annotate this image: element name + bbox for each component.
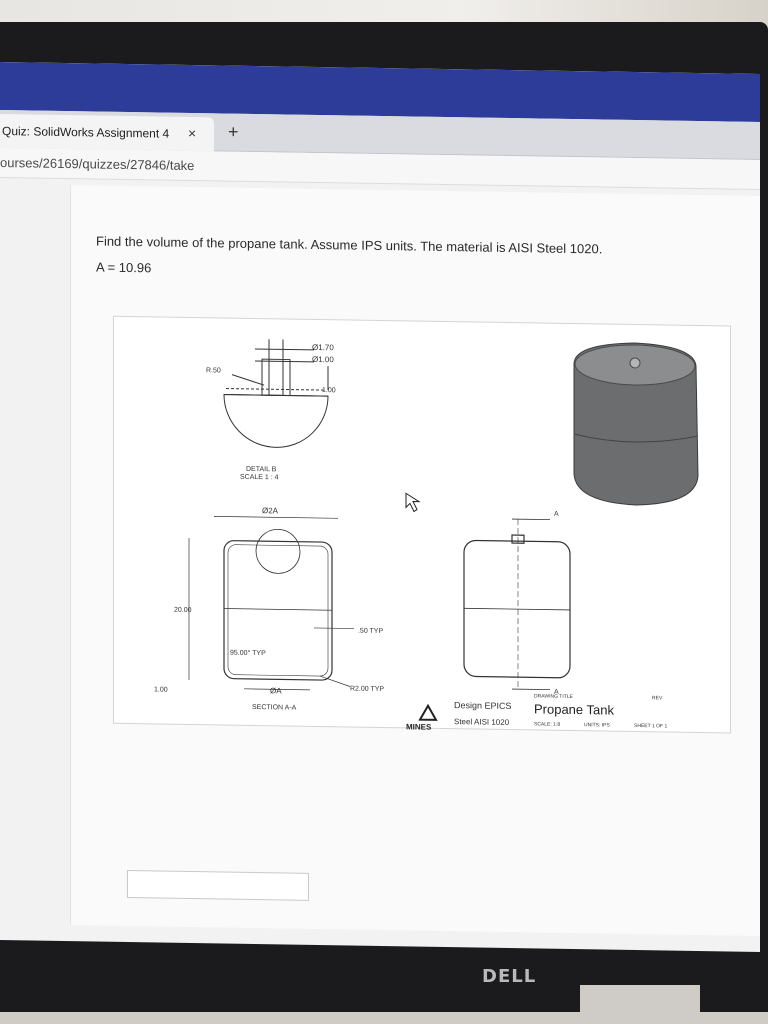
section-seam: [224, 608, 332, 611]
section-height: 20.00: [174, 607, 192, 614]
cut-label-top: A: [554, 511, 559, 518]
detail-dim-inner: Ø1.00: [312, 355, 334, 364]
section-dim-bottom: ØA: [270, 686, 282, 695]
front-seam: [464, 607, 570, 611]
tab-title: Quiz: SolidWorks Assignment 4: [2, 124, 170, 141]
section-inner-wall: [227, 544, 329, 677]
new-tab-icon[interactable]: +: [228, 121, 239, 142]
question-text: Find the volume of the propane tank. Ass…: [96, 233, 603, 257]
section-wall-leader: [314, 627, 354, 629]
material-name: Steel AISI 1020: [454, 717, 510, 727]
section-radius-leader: [319, 675, 351, 687]
front-view: [463, 518, 571, 691]
detail-b-circle: [255, 528, 301, 574]
detail-scale: SCALE 1 : 4: [240, 474, 279, 482]
section-top-dim-line: [214, 516, 338, 519]
section-base: 1.00: [154, 686, 168, 693]
iso-tank-body: [573, 342, 699, 506]
detail-hatch: [226, 388, 326, 391]
drawing-svg: Ø1.70 Ø1.00 R.50 1.00 DETAIL B SCALE 1 :…: [154, 339, 699, 732]
detail-title: DETAIL B: [246, 466, 277, 473]
section-aa-view: [188, 516, 354, 691]
section-dim-top: Ø2A: [262, 506, 279, 515]
mouse-cursor-icon: [405, 492, 421, 513]
drawing-title-label: DRAWING TITLE: [534, 693, 574, 700]
section-angle: 95.00° TYP: [230, 649, 266, 658]
company-name: Design EPICS: [454, 700, 512, 711]
url-text: ourses/26169/quizzes/27846/take: [0, 155, 195, 174]
iso-seam: [573, 433, 699, 443]
rev-label: REV: [652, 695, 663, 701]
detail-fitting: [261, 358, 291, 397]
title-block: [418, 703, 438, 721]
detail-dim-outer: Ø1.70: [312, 343, 334, 352]
cut-label-bottom: A: [554, 689, 559, 696]
section-body: [223, 540, 333, 681]
scale-label: SCALE: 1:8: [534, 721, 560, 727]
given-value: A = 10.96: [96, 259, 152, 276]
detail-dim-line-2: [255, 360, 314, 363]
drawing-title: Propane Tank: [534, 701, 614, 717]
detail-radius-leader: [231, 374, 265, 386]
section-bottom-dim-line: [244, 688, 310, 691]
units-label: UNITS: IPS: [584, 722, 611, 728]
close-icon[interactable]: ×: [188, 124, 197, 142]
sheet-label: SHEET 1 OF 1: [634, 723, 667, 730]
detail-dome: [223, 394, 329, 448]
detail-dim-line-1: [255, 348, 314, 351]
isometric-view: [573, 342, 699, 506]
monitor-screen: Quiz: SolidWorks Assignment 4 × + ourses…: [0, 62, 760, 952]
engineering-drawing: Ø1.70 Ø1.00 R.50 1.00 DETAIL B SCALE 1 :…: [113, 315, 731, 734]
monitor-stand: [580, 985, 700, 1024]
mines-logo-icon: [418, 703, 438, 721]
detail-radius: R.50: [206, 367, 221, 374]
section-title: SECTION A-A: [252, 704, 297, 712]
section-wall: .50 TYP: [358, 628, 383, 635]
cut-line-top: [512, 518, 550, 521]
iso-valve: [629, 357, 641, 369]
detail-b-view: [223, 339, 329, 448]
cut-line-bottom: [512, 688, 550, 691]
section-radius: R2.00 TYP: [350, 685, 384, 693]
answer-input[interactable]: [127, 869, 309, 901]
monitor-brand-logo: DELL: [482, 966, 537, 987]
detail-height: 1.00: [322, 387, 336, 394]
browser-tab-quiz[interactable]: Quiz: SolidWorks Assignment 4 ×: [0, 114, 214, 152]
mines-logo-text: MINES: [406, 722, 432, 731]
quiz-content: Find the volume of the propane tank. Ass…: [70, 185, 760, 936]
